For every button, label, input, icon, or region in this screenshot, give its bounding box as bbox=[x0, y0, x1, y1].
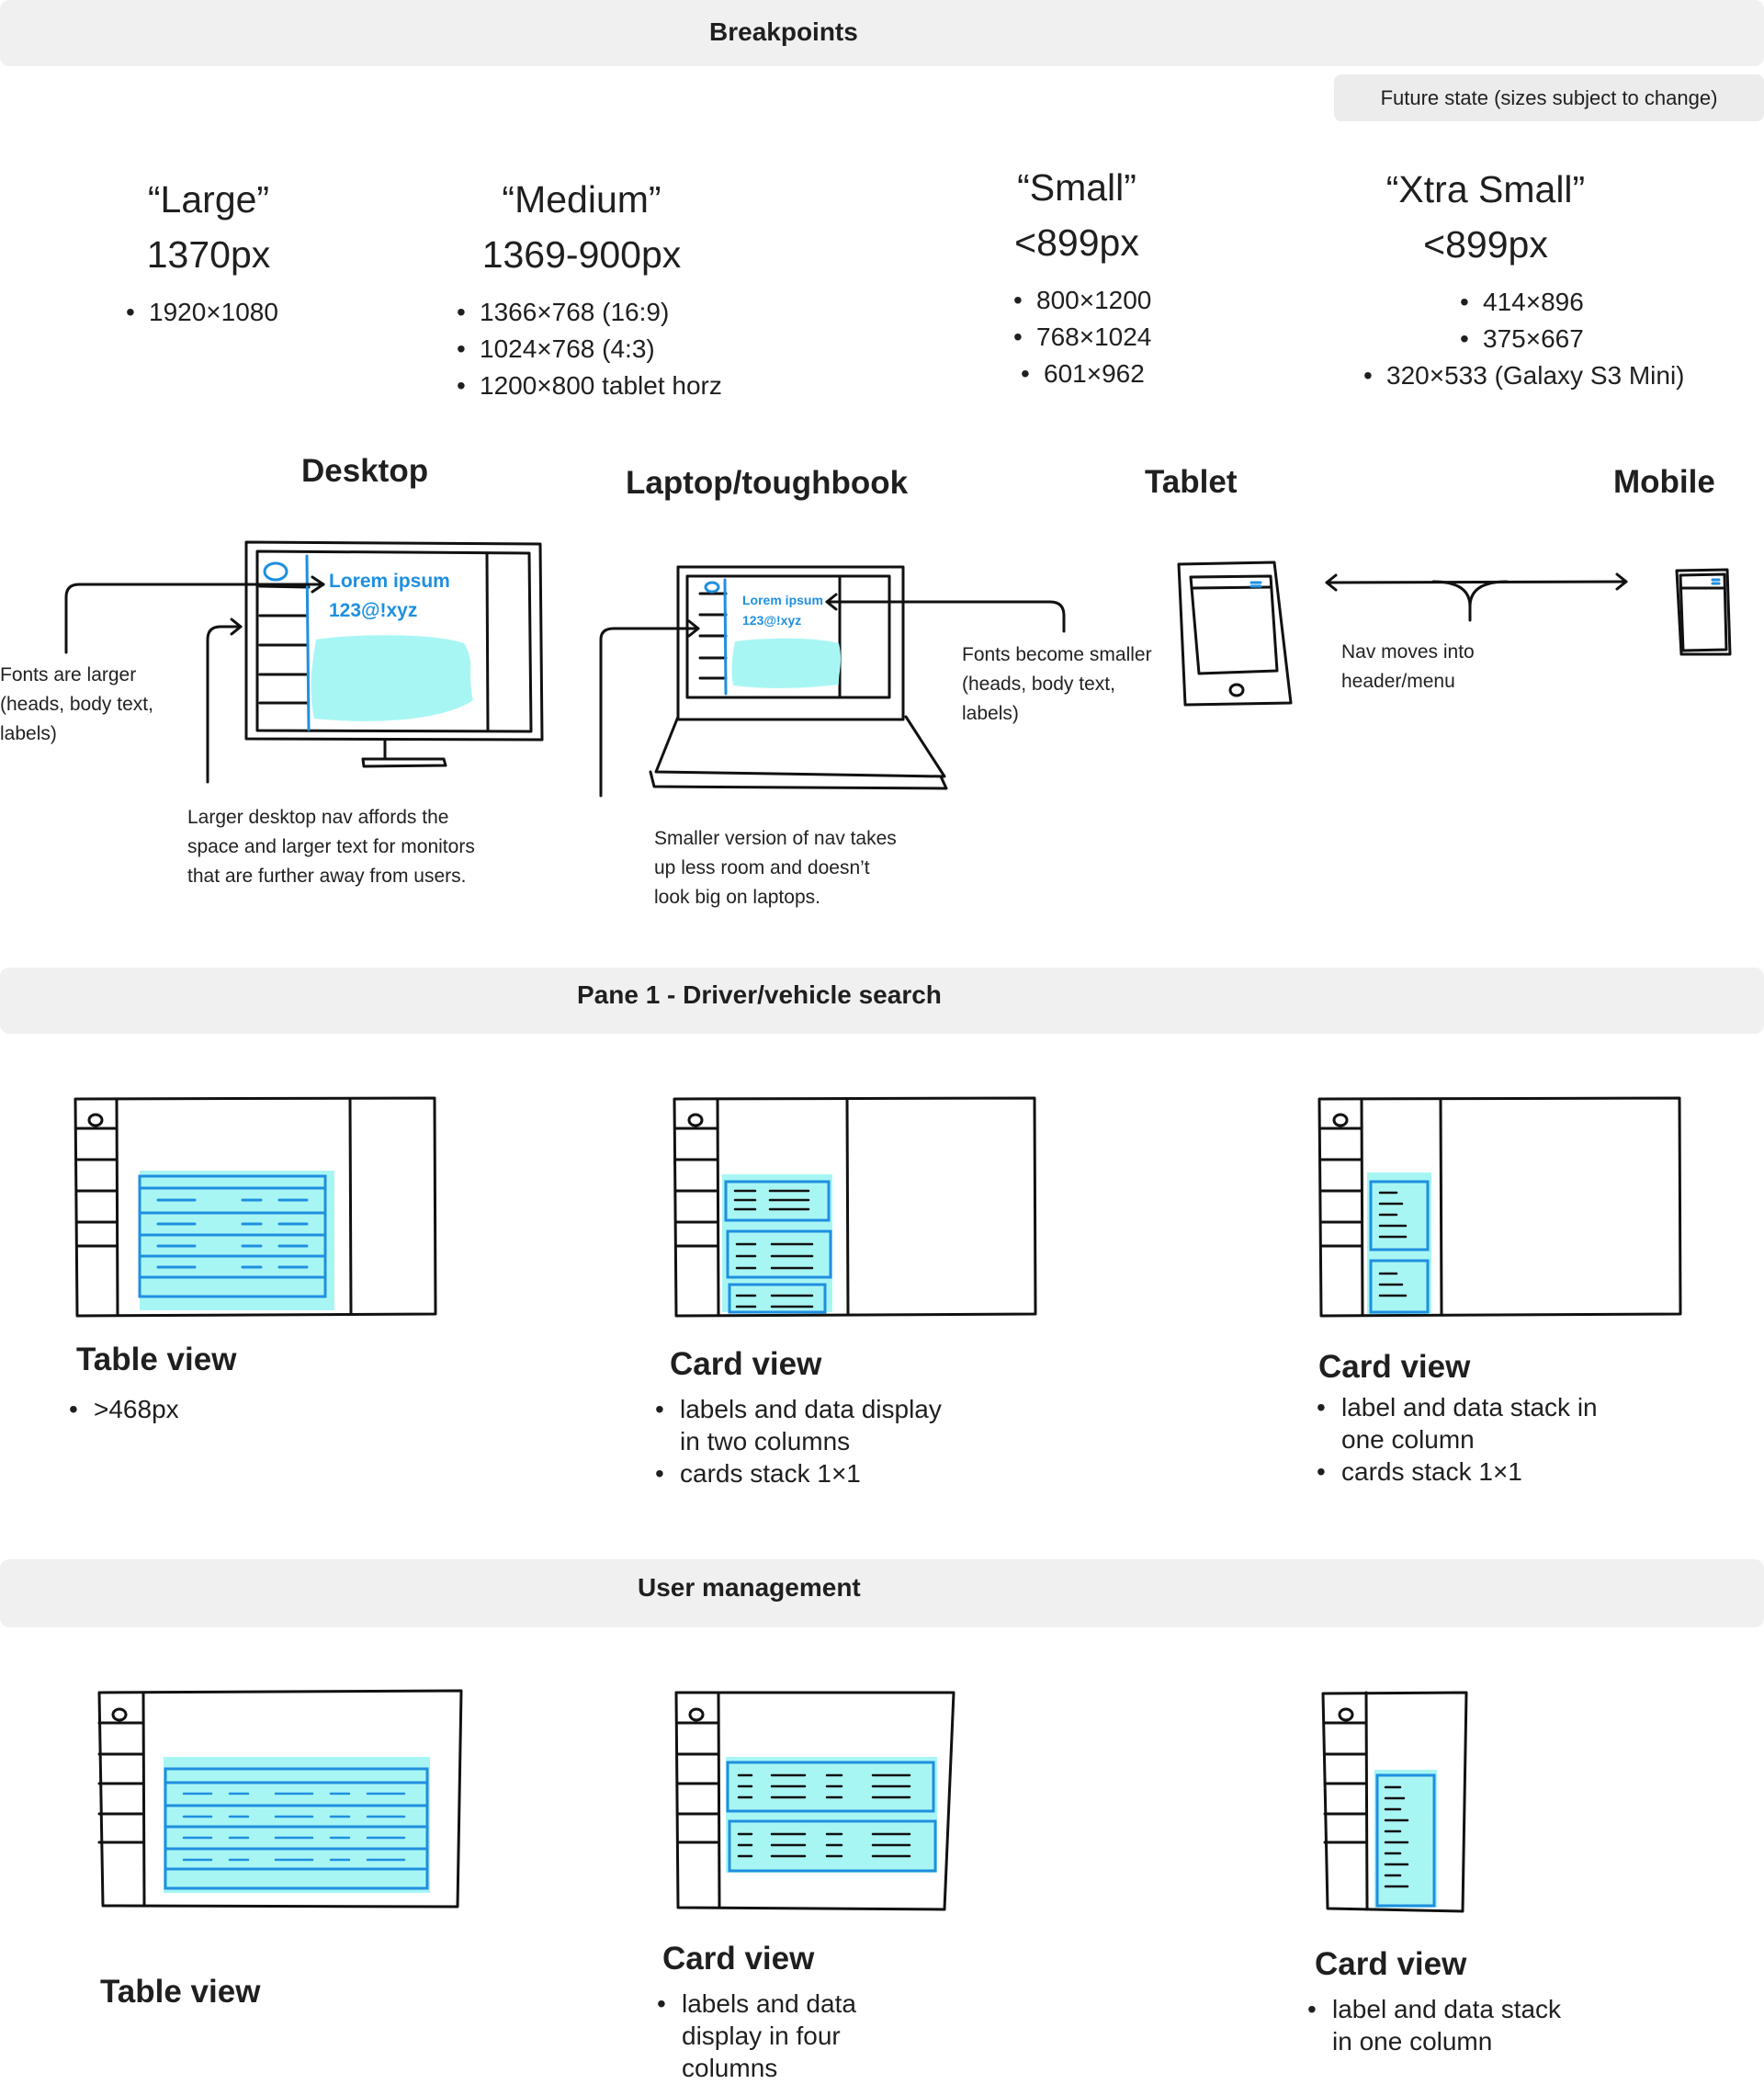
note-fonts-smaller: Fonts become smaller(heads, body text,la… bbox=[962, 644, 1152, 724]
annotation-arrows bbox=[64, 572, 1628, 798]
mobile-sketch bbox=[1675, 568, 1732, 656]
laptop-sample-text-2: 123@!xyz bbox=[742, 613, 802, 628]
user-table-sketch bbox=[97, 1689, 463, 1908]
laptop-sample-text-1: Lorem ipsum bbox=[742, 593, 823, 607]
note-fonts-larger: Fonts are larger(heads, body text,labels… bbox=[0, 664, 153, 744]
future-state-badge: Future state (sizes subject to change) bbox=[1334, 74, 1764, 121]
bp-medium-item: 1366×768 (16:9) bbox=[457, 294, 669, 331]
section-title-pane1: Pane 1 - Driver/vehicle search bbox=[577, 980, 942, 1009]
bp-small-name: “Small” bbox=[1017, 166, 1136, 209]
bp-medium-item: 1024×768 (4:3) bbox=[457, 331, 655, 368]
desktop-monitor-sketch bbox=[244, 540, 544, 768]
pane1-card-one-col-sketch bbox=[1317, 1096, 1682, 1318]
device-title-tablet: Tablet bbox=[1145, 464, 1238, 500]
section-band-user-management bbox=[0, 1559, 1764, 1627]
user-card-one-col-sketch bbox=[1321, 1691, 1468, 1913]
bp-small-item: 768×1024 bbox=[1013, 319, 1151, 356]
bp-xsmall-item: 414×896 bbox=[1460, 284, 1584, 321]
pane1-table-sketch bbox=[74, 1096, 437, 1318]
user-card-four-col-sketch bbox=[674, 1691, 956, 1911]
pane1-view-title: Card view bbox=[1318, 1349, 1471, 1385]
bp-xsmall-size: <899px bbox=[1423, 223, 1548, 266]
laptop-sketch bbox=[649, 565, 948, 790]
bp-large-name: “Large” bbox=[147, 178, 270, 221]
pane1-view-list: >468px bbox=[69, 1393, 179, 1425]
bp-small-item: 800×1200 bbox=[1013, 282, 1151, 319]
user-view-title: Card view bbox=[1315, 1946, 1467, 1982]
bp-medium-name: “Medium” bbox=[502, 178, 662, 221]
section-title-breakpoints: Breakpoints bbox=[709, 17, 858, 46]
bp-xsmall-item: 375×667 bbox=[1460, 321, 1584, 357]
bp-medium-item: 1200×800 tablet horz bbox=[457, 368, 722, 404]
bp-xsmall-item: 320×533 (Galaxy S3 Mini) bbox=[1363, 357, 1685, 394]
pane1-view-list: label and data stack in one column cards… bbox=[1317, 1391, 1598, 1488]
user-view-list: labels and data display in four columns bbox=[657, 1988, 856, 2084]
user-view-list: label and data stack in one column bbox=[1307, 1993, 1561, 2057]
section-band-pane1 bbox=[0, 968, 1764, 1034]
desktop-sample-text-2: 123@!xyz bbox=[329, 600, 418, 621]
pane1-view-title: Card view bbox=[670, 1346, 822, 1382]
device-title-mobile: Mobile bbox=[1613, 464, 1715, 500]
bp-xsmall-name: “Xtra Small” bbox=[1385, 168, 1586, 210]
desktop-sample-text-1: Lorem ipsum bbox=[329, 571, 450, 592]
bp-small-size: <899px bbox=[1014, 221, 1139, 264]
user-view-title: Card view bbox=[662, 1941, 815, 1976]
section-band-breakpoints bbox=[0, 0, 1764, 66]
pane1-view-title: Table view bbox=[76, 1342, 237, 1377]
bp-medium-size: 1369-900px bbox=[481, 233, 682, 276]
user-view-title: Table view bbox=[100, 1974, 261, 2010]
section-title-user-management: User management bbox=[638, 1573, 861, 1602]
pane1-card-two-col-sketch bbox=[673, 1096, 1037, 1318]
device-title-laptop: Laptop/toughbook bbox=[626, 465, 909, 501]
bp-large-item: 1920×1080 bbox=[126, 294, 278, 331]
bp-small-item: 601×962 bbox=[1021, 356, 1145, 392]
tablet-sketch bbox=[1177, 561, 1293, 707]
pane1-view-list: labels and data display in two columns c… bbox=[655, 1393, 942, 1489]
bp-large-size: 1370px bbox=[146, 233, 271, 276]
device-title-desktop: Desktop bbox=[301, 453, 429, 489]
